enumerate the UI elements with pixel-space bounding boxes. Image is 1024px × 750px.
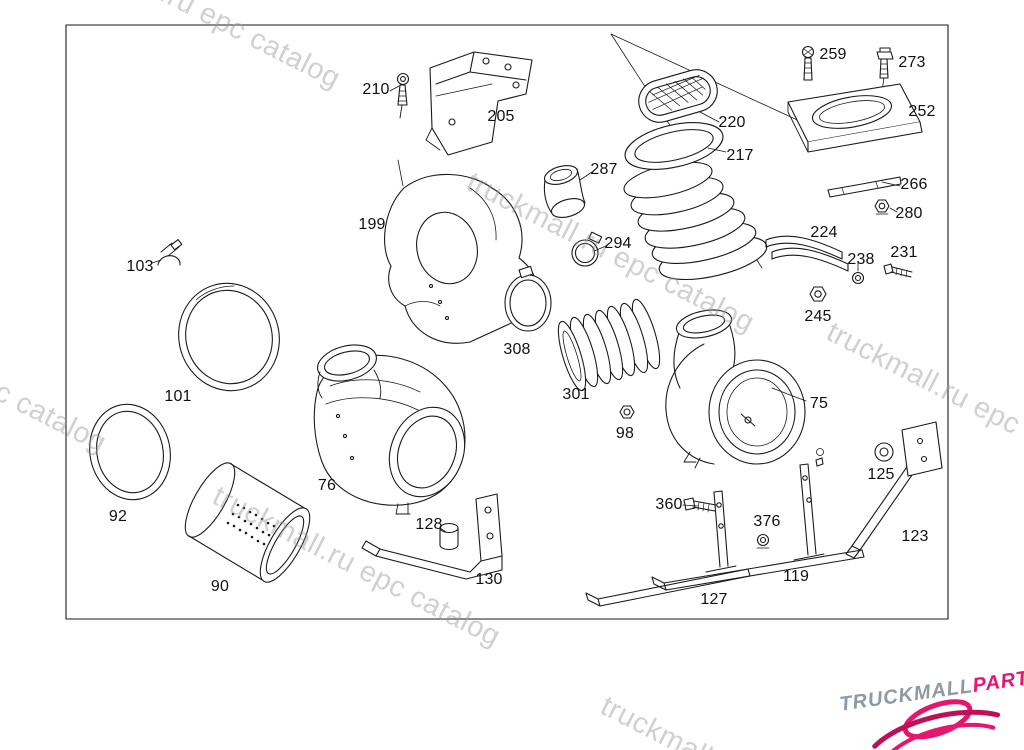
part-245-nut: [809, 286, 827, 302]
part-287-hose: [543, 165, 586, 218]
part-101-hose: [178, 282, 280, 392]
part-238-clamp: [851, 271, 865, 285]
part-127-bracket: [585, 490, 751, 607]
part-205-bracket: [425, 51, 533, 156]
part-259-bolt: [801, 45, 815, 81]
leader-lines: [151, 85, 901, 533]
filter-perforations: [226, 503, 276, 546]
part-360-bolt: [683, 497, 717, 513]
part-92-gasket: [89, 403, 171, 501]
part-128-bushing: [439, 522, 459, 551]
part-210-bolt: [396, 72, 410, 119]
intake-bellows: [623, 161, 768, 281]
part-301-bellows: [557, 298, 661, 392]
part-308-clamp: [504, 265, 552, 332]
part-123-bracket: [845, 421, 943, 559]
part-125-grommet: [874, 442, 894, 462]
truckmall-logo: TRUCKMALLPARTS: [838, 665, 1024, 750]
part-90-filter: [184, 462, 311, 583]
part-98-nut: [619, 405, 635, 419]
part-294-clamp: [571, 231, 603, 267]
part-103-clamp: [157, 239, 183, 266]
part-76-housing: [313, 344, 466, 515]
part-217-ring: [624, 122, 724, 170]
part-119-bracket: [651, 448, 865, 591]
part-252-cover: [787, 83, 923, 153]
part-75-housing: [665, 309, 806, 469]
part-280-nut: [874, 199, 890, 215]
part-224-pipes: [765, 235, 849, 272]
part-199-duct: [384, 173, 539, 344]
diagram-border: [65, 24, 949, 620]
part-266-bracket: [827, 176, 902, 198]
part-376-nut: [756, 533, 770, 549]
part-130-bracket: [361, 493, 503, 580]
part-231-screw: [883, 263, 913, 278]
logo-wheel-graphic: [872, 699, 1001, 750]
part-220-grille: [638, 69, 718, 123]
part-273-bolt: [876, 47, 894, 79]
